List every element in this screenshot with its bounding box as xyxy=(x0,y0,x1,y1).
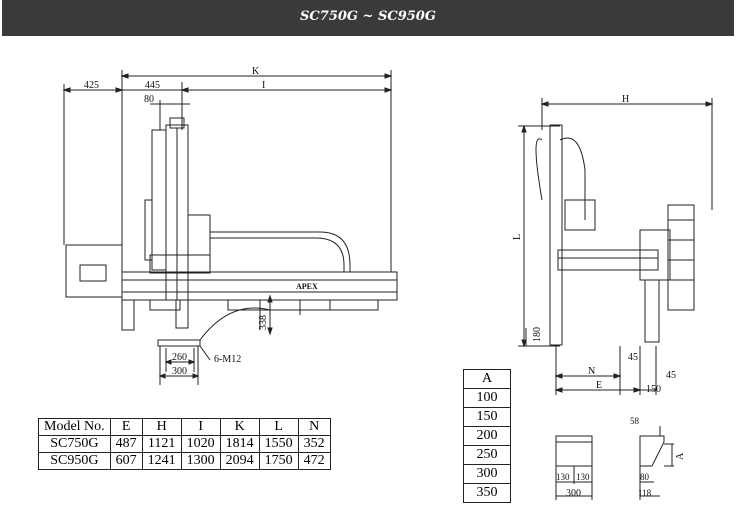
table-cell: 1121 xyxy=(141,435,182,453)
table-cell: 1020 xyxy=(180,435,221,453)
a-table-cell: 350 xyxy=(463,483,511,503)
dim-58: 58 xyxy=(630,416,640,426)
table-row: SC750G 487 1121 1020 1814 1550 352 xyxy=(38,435,331,453)
table-row: SC950G 607 1241 1300 2094 1750 472 xyxy=(38,452,331,470)
table-cell: SC750G xyxy=(38,435,111,453)
dim-300: 300 xyxy=(172,366,187,377)
dim-45-left: 45 xyxy=(628,352,638,363)
table-cell: 607 xyxy=(109,452,143,470)
dim-k: K xyxy=(252,66,260,77)
table-header-row: Model No. E H I K L N xyxy=(38,418,331,436)
model-spec-table: Model No. E H I K L N SC750G 487 1121 10… xyxy=(38,418,331,470)
header-cell: K xyxy=(219,418,260,436)
a-table-cell: 250 xyxy=(463,445,511,465)
table-cell: 1750 xyxy=(258,452,299,470)
table-cell: 1814 xyxy=(219,435,260,453)
header-cell: Model No. xyxy=(38,418,111,436)
dim-180: 180 xyxy=(532,327,543,342)
dim-338: 338 xyxy=(258,315,269,330)
table-cell: 1300 xyxy=(180,452,221,470)
a-table-cell: 150 xyxy=(463,407,511,427)
page-title: SC750G ~ SC950G xyxy=(300,9,436,24)
table-cell: 472 xyxy=(297,452,331,470)
title-bar: SC750G ~ SC950G xyxy=(2,0,734,36)
dim-n: N xyxy=(588,366,595,377)
a-dimension-table: A 100 150 200 250 300 350 xyxy=(463,369,511,503)
table-cell: 1241 xyxy=(141,452,182,470)
table-cell: 1550 xyxy=(258,435,299,453)
header-cell: E xyxy=(109,418,143,436)
dim-h: H xyxy=(622,94,629,105)
header-cell: N xyxy=(297,418,331,436)
a-table-cell: 300 xyxy=(463,464,511,484)
dim-45-right: 45 xyxy=(666,370,676,381)
a-table-cell: 100 xyxy=(463,388,511,408)
dim-i: I xyxy=(262,80,265,91)
dim-80-detail: 80 xyxy=(640,472,650,482)
a-table-header: A xyxy=(463,369,511,389)
thread-6-m12: 6-M12 xyxy=(214,354,241,365)
dim-150: 150 xyxy=(646,384,661,395)
table-cell: 487 xyxy=(109,435,143,453)
dim-425: 425 xyxy=(84,80,99,91)
dim-a: A xyxy=(675,452,686,460)
dim-130-right: 130 xyxy=(576,472,590,482)
a-table-cell: 200 xyxy=(463,426,511,446)
dim-80: 80 xyxy=(144,94,154,105)
header-cell: I xyxy=(180,418,221,436)
dim-260: 260 xyxy=(172,352,187,363)
header-cell: L xyxy=(258,418,299,436)
table-cell: SC950G xyxy=(38,452,111,470)
dim-118: 118 xyxy=(638,488,652,498)
dim-l: L xyxy=(512,234,523,240)
dim-e: E xyxy=(596,380,602,391)
dim-130-left: 130 xyxy=(556,472,570,482)
table-cell: 352 xyxy=(297,435,331,453)
header-cell: H xyxy=(141,418,182,436)
dim-445: 445 xyxy=(145,80,160,91)
brand-label: APEX xyxy=(296,282,318,291)
table-cell: 2094 xyxy=(219,452,260,470)
dim-300-detail: 300 xyxy=(566,488,581,499)
